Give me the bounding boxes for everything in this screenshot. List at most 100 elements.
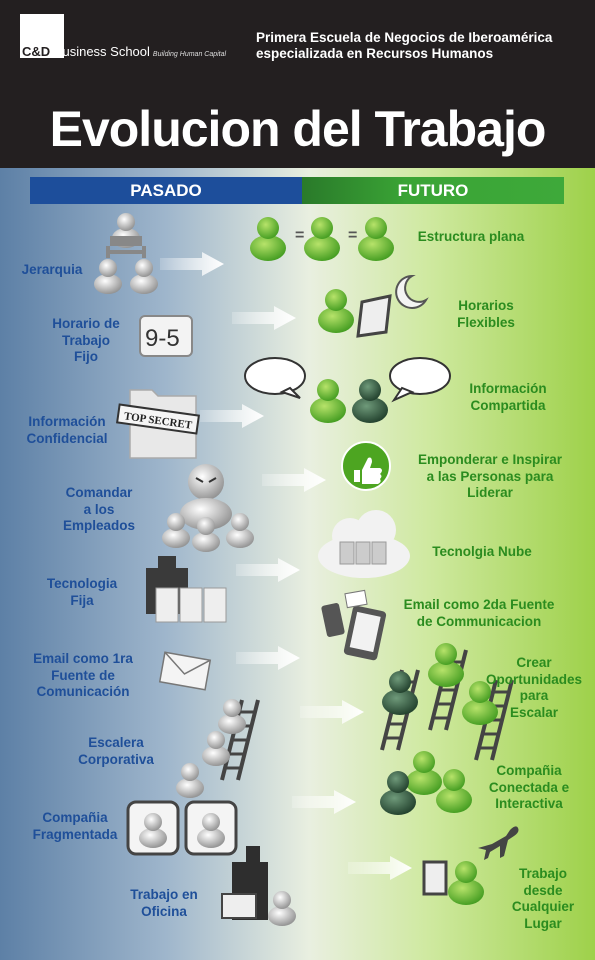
laptop-moon-icon	[318, 274, 429, 338]
label-line: Comandar	[65, 485, 133, 500]
label-line: Flexibles	[457, 314, 515, 330]
label-line: para	[519, 688, 549, 703]
label-line: Compañia	[42, 810, 108, 825]
label-line: Horarios	[458, 298, 514, 313]
arrow-row-7	[300, 700, 364, 724]
label-line: Trabajo	[61, 332, 110, 348]
cloud-server-icon	[318, 510, 410, 578]
arrow-row-5	[236, 558, 300, 582]
label-line: Email como 2da Fuente	[403, 597, 555, 612]
label-line: Escalar	[509, 704, 559, 720]
label-line: Email como 1ra	[33, 651, 133, 666]
label-line: Fragmentada	[32, 826, 118, 842]
arrow-row-3	[200, 404, 264, 428]
future-label-tecnologia-nube: Tecnolgia Nube	[412, 544, 552, 561]
label-line: Conectada e	[488, 779, 570, 795]
arrow-row-6	[236, 646, 300, 670]
label-line: Comunicación	[36, 684, 130, 699]
arrow-row-9	[348, 856, 412, 880]
arrow-row-4	[262, 468, 326, 492]
logo-name: Business School	[53, 44, 150, 59]
arrow-row-2	[232, 306, 296, 330]
label-line: Cualquier	[511, 899, 575, 914]
label-line: Interactiva	[495, 796, 563, 811]
nine-to-five-text: 9-5	[145, 325, 180, 352]
label-line: Fija	[70, 592, 94, 608]
label-line: Estructura plana	[417, 229, 525, 244]
logo-mark-text: C&D	[22, 44, 51, 59]
label-line: Fuente de	[51, 667, 115, 683]
label-line: Lugar	[524, 915, 562, 931]
office-icon	[221, 846, 296, 926]
label-line: Oficina	[141, 903, 187, 919]
equals-sign-2: =	[348, 227, 357, 244]
flat-structure-icon	[250, 217, 394, 261]
label-line: Compartida	[470, 397, 546, 413]
label-line: Compañia	[496, 763, 562, 778]
past-label-jerarquia: Jerarquia	[14, 262, 90, 279]
label-line: Trabajo en	[130, 887, 198, 902]
subtitle-line-2: especializada en Recursos Humanos	[256, 46, 494, 61]
separated-people-icon	[126, 800, 238, 856]
arrow-row-1	[160, 252, 224, 276]
label-line: Información	[469, 381, 547, 396]
equals-sign-1: =	[295, 227, 304, 244]
label-line: a los	[83, 501, 115, 517]
connected-people-icon	[380, 751, 472, 815]
clock-9-5-icon	[139, 315, 193, 357]
airplane-icon	[422, 826, 519, 905]
column-header-past: PASADO	[30, 177, 302, 204]
thumbs-up-icon	[341, 441, 391, 491]
mobile-devices-icon	[321, 589, 387, 661]
label-line: Trabajo	[518, 866, 567, 881]
speech-bubbles-icon	[244, 357, 451, 423]
infographic-body	[0, 168, 595, 960]
label-line: Tecnolgia Nube	[432, 544, 532, 559]
top-secret-folder-icon	[116, 389, 200, 459]
label-line: Jerarquia	[21, 262, 83, 277]
label-line: Crear	[516, 655, 552, 670]
label-line: Tecnologia	[46, 576, 118, 591]
server-building-icon	[146, 556, 227, 623]
logo-mark	[20, 14, 64, 58]
label-line: Información	[28, 414, 106, 429]
logo-tagline: Building Human Capital	[152, 51, 227, 58]
column-header-future: FUTURO	[302, 177, 564, 204]
label-line: Escalera	[88, 735, 144, 750]
label-line: Emponderar e Inspirar	[417, 452, 563, 467]
label-line: Fijo	[74, 349, 98, 364]
header-subtitle: Primera Escuela de Negocios de Iberoamér…	[256, 30, 552, 62]
page-title: Evolucion del Trabajo	[49, 101, 547, 157]
ladder-icon	[176, 698, 260, 798]
label-line: de Communicacion	[416, 613, 542, 629]
hierarchy-icon	[94, 213, 158, 294]
label-line: a las Personas para	[426, 468, 554, 484]
subtitle-line-1: Primera Escuela de Negocios de Iberoamér…	[256, 30, 553, 45]
future-label-estructura-plana: Estructura plana	[396, 229, 546, 246]
label-line: Liderar	[467, 485, 513, 500]
arrow-row-8	[292, 790, 356, 814]
label-line: Horario de	[52, 316, 120, 331]
label-line: Confidencial	[26, 430, 108, 446]
envelope-icon	[158, 651, 212, 691]
label-line: desde	[523, 882, 563, 898]
label-line: Corporativa	[78, 751, 154, 767]
